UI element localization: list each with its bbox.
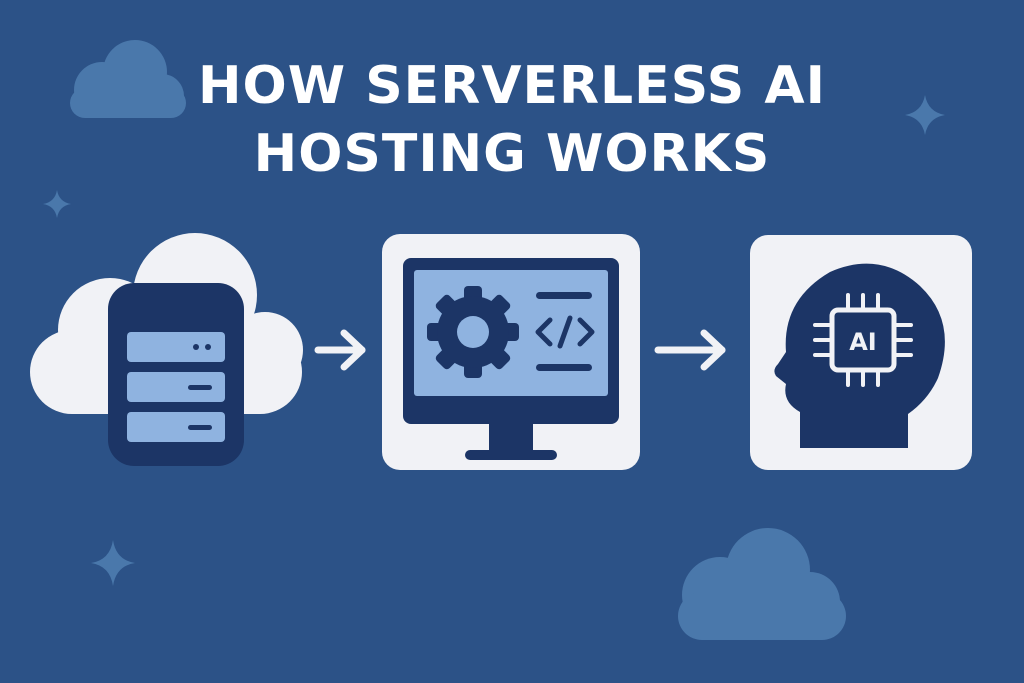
arrow-right-icon bbox=[654, 329, 726, 371]
monitor-code-icon bbox=[382, 234, 640, 470]
page-title: HOW SERVERLESS AI HOSTING WORKS bbox=[0, 52, 1024, 188]
code-brackets-icon bbox=[535, 315, 595, 349]
decorative-cloud-top-left-icon bbox=[70, 40, 186, 118]
gear-icon bbox=[427, 286, 519, 378]
ai-head-icon: AI bbox=[750, 235, 972, 470]
chip-ai-label: AI bbox=[849, 328, 877, 356]
cloud-server-icon bbox=[30, 233, 303, 466]
arrow-right-icon bbox=[314, 329, 366, 371]
decorative-cloud-bottom-right-icon bbox=[678, 528, 846, 640]
sparkle-bottom-left-icon bbox=[91, 540, 135, 586]
sparkle-top-right-icon bbox=[905, 95, 945, 135]
chip-icon: AI bbox=[813, 293, 913, 387]
title-line-2: HOSTING WORKS bbox=[253, 124, 771, 184]
title-line-1: HOW SERVERLESS AI bbox=[198, 56, 826, 116]
sparkle-left-icon bbox=[43, 190, 71, 218]
